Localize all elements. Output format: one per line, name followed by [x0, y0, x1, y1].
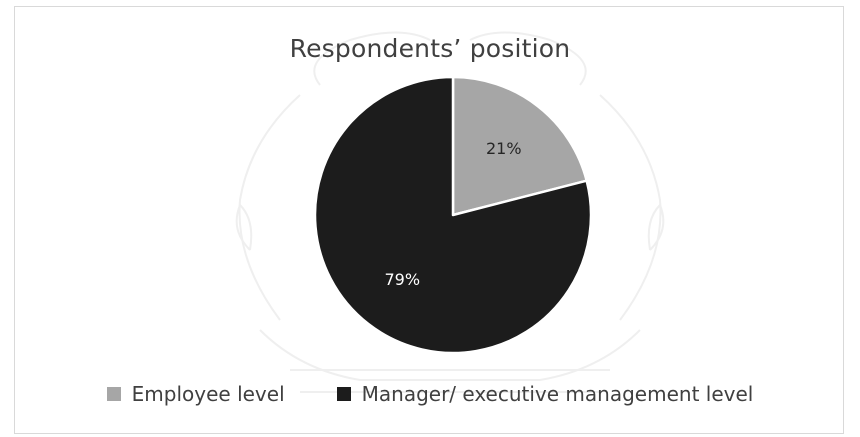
pie-slice-employee: [451, 75, 588, 217]
pie-slice-manager: [313, 75, 593, 355]
legend-label-employee: Employee level: [131, 382, 285, 406]
legend: Employee level Manager/ executive manage…: [0, 382, 860, 406]
legend-item-employee: Employee level: [106, 382, 285, 406]
legend-item-manager: Manager/ executive management level: [336, 382, 754, 406]
chart-title: Respondents’ position: [289, 34, 571, 63]
legend-swatch-manager: [336, 387, 351, 401]
data-label-employee: 21%: [486, 139, 522, 158]
legend-label-manager: Manager/ executive management level: [361, 382, 754, 406]
legend-swatch-employee: [106, 387, 121, 401]
data-label-manager: 79%: [384, 270, 420, 289]
